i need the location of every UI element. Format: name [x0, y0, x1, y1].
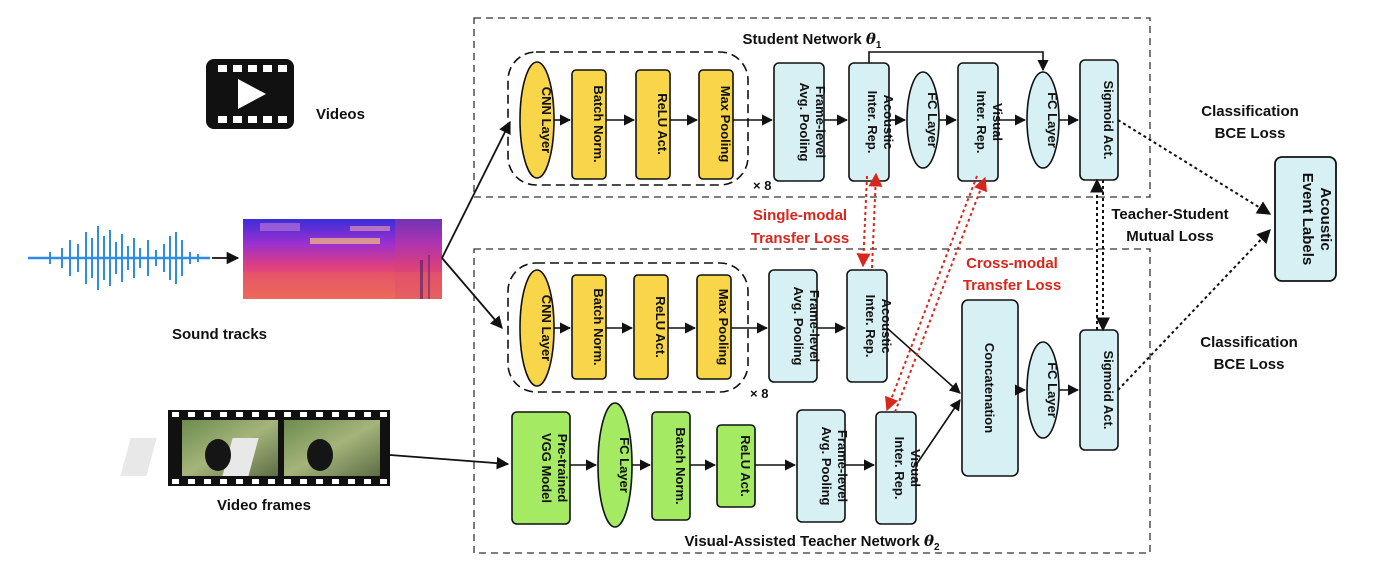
- mutual-loss-arrow: [1090, 178, 1110, 332]
- spectrogram-to-student-arrow: [441, 120, 511, 259]
- student-frame-avg-pooling: Frame-levelAvg. Pooling: [773, 62, 828, 182]
- video-frames-label: Video frames: [217, 497, 311, 514]
- svg-text:CNN Layer: CNN Layer: [539, 87, 554, 153]
- svg-text:VisualInter. Rep.: VisualInter. Rep.: [892, 437, 923, 500]
- spectrogram-image: [243, 219, 442, 299]
- svg-text:AcousticInter. Rep.: AcousticInter. Rep.: [865, 91, 896, 154]
- frames-to-vgg-arrow: [389, 454, 510, 470]
- videos-label: Videos: [316, 106, 365, 123]
- video-frames-image: [120, 410, 390, 486]
- teacher-visual-batch-norm: Batch Norm.: [651, 411, 691, 521]
- teacher-sigmoid-act: Sigmoid Act.: [1079, 329, 1119, 451]
- svg-text:Frame-levelAvg. Pooling: Frame-levelAvg. Pooling: [791, 287, 822, 366]
- teacher-vgg-model: Pre-trainedVGG Model: [511, 411, 571, 525]
- teacher-visual-relu-act: ReLU Act.: [716, 424, 756, 508]
- svg-text:Concatenation: Concatenation: [982, 343, 997, 433]
- svg-text:ReLU Act.: ReLU Act.: [738, 435, 753, 497]
- student-repeat-group: [507, 51, 749, 186]
- teacher-network-title: Visual-Assisted Teacher Network θ2: [684, 532, 940, 553]
- teacher-relu-act: ReLU Act.: [633, 274, 669, 380]
- svg-text:VisualInter. Rep.: VisualInter. Rep.: [974, 91, 1005, 154]
- teacher-frame-avg-pooling: Frame-levelAvg. Pooling: [768, 269, 822, 383]
- svg-text:CNN Layer: CNN Layer: [539, 295, 554, 361]
- student-visual-inter-rep: VisualInter. Rep.: [957, 62, 1005, 182]
- teacher-network-frame: [473, 248, 1151, 554]
- svg-text:Batch Norm.: Batch Norm.: [673, 427, 688, 504]
- teacher-acoustic-inter-rep: AcousticInter. Rep.: [846, 269, 894, 383]
- student-flow-arrows: [554, 51, 1080, 126]
- play-video-icon: [206, 59, 294, 129]
- svg-text:FC Layer: FC Layer: [925, 92, 940, 148]
- student-repeat-label: × 8: [753, 178, 771, 193]
- svg-text:FC Layer: FC Layer: [1045, 362, 1060, 418]
- teacher-bce-arrow: [1117, 228, 1271, 391]
- teacher-repeat-group: [507, 262, 749, 393]
- teacher-batch-norm: Batch Norm.: [571, 274, 607, 380]
- svg-text:FC Layer: FC Layer: [1045, 92, 1060, 148]
- teacher-cnn-layer: CNN Layer: [519, 269, 555, 387]
- svg-text:FC Layer: FC Layer: [617, 437, 632, 493]
- student-acoustic-inter-rep: AcousticInter. Rep.: [848, 62, 896, 182]
- student-max-pooling: Max Pooling: [698, 69, 734, 180]
- teacher-max-pooling: Max Pooling: [696, 274, 732, 380]
- sound-tracks-label: Sound tracks: [172, 326, 267, 343]
- svg-text:Max Pooling: Max Pooling: [718, 86, 733, 163]
- student-fc-layer-1: FC Layer: [906, 71, 940, 169]
- student-batch-norm: Batch Norm.: [571, 69, 607, 180]
- waveform-icon: [28, 226, 210, 290]
- student-relu-act: ReLU Act.: [635, 69, 671, 180]
- acoustic-event-labels-box: AcousticEvent Labels: [1274, 156, 1337, 282]
- teacher-audio-flow-arrows: [554, 322, 961, 394]
- single-modal-transfer-arrow: [856, 172, 883, 269]
- svg-text:AcousticInter. Rep.: AcousticInter. Rep.: [863, 295, 894, 358]
- teacher-fusion-fc-layer: FC Layer: [1026, 341, 1060, 439]
- svg-text:Max Pooling: Max Pooling: [716, 289, 731, 366]
- student-sigmoid-act: Sigmoid Act.: [1079, 59, 1119, 181]
- student-network-title: Student Network θ1: [743, 30, 882, 51]
- spectrogram-to-teacher-arrow: [441, 257, 503, 329]
- svg-text:Batch Norm.: Batch Norm.: [591, 85, 606, 162]
- svg-text:ReLU Act.: ReLU Act.: [653, 296, 668, 358]
- teacher-visual-inter-rep: VisualInter. Rep.: [875, 411, 923, 525]
- student-fc-layer-2: FC Layer: [1026, 71, 1060, 169]
- student-cnn-layer: CNN Layer: [519, 61, 555, 179]
- svg-text:Batch Norm.: Batch Norm.: [591, 288, 606, 365]
- svg-text:Pre-trainedVGG Model: Pre-trainedVGG Model: [539, 433, 570, 503]
- student-network-frame: [473, 17, 1151, 198]
- svg-text:ReLU Act.: ReLU Act.: [655, 93, 670, 155]
- teacher-visual-frame-avg-pooling: Frame-levelAvg. Pooling: [796, 409, 850, 523]
- svg-text:Sigmoid Act.: Sigmoid Act.: [1101, 351, 1116, 430]
- teacher-visual-flow-arrows: [570, 399, 961, 471]
- svg-text:AcousticEvent Labels: AcousticEvent Labels: [1299, 173, 1334, 266]
- teacher-repeat-label: × 8: [750, 386, 768, 401]
- svg-text:Frame-levelAvg. Pooling: Frame-levelAvg. Pooling: [819, 427, 850, 506]
- svg-text:Frame-levelAvg. Pooling: Frame-levelAvg. Pooling: [797, 83, 828, 162]
- teacher-concatenation: Concatenation: [961, 299, 1019, 477]
- svg-text:Sigmoid Act.: Sigmoid Act.: [1101, 81, 1116, 160]
- teacher-visual-fc-layer: FC Layer: [597, 402, 633, 528]
